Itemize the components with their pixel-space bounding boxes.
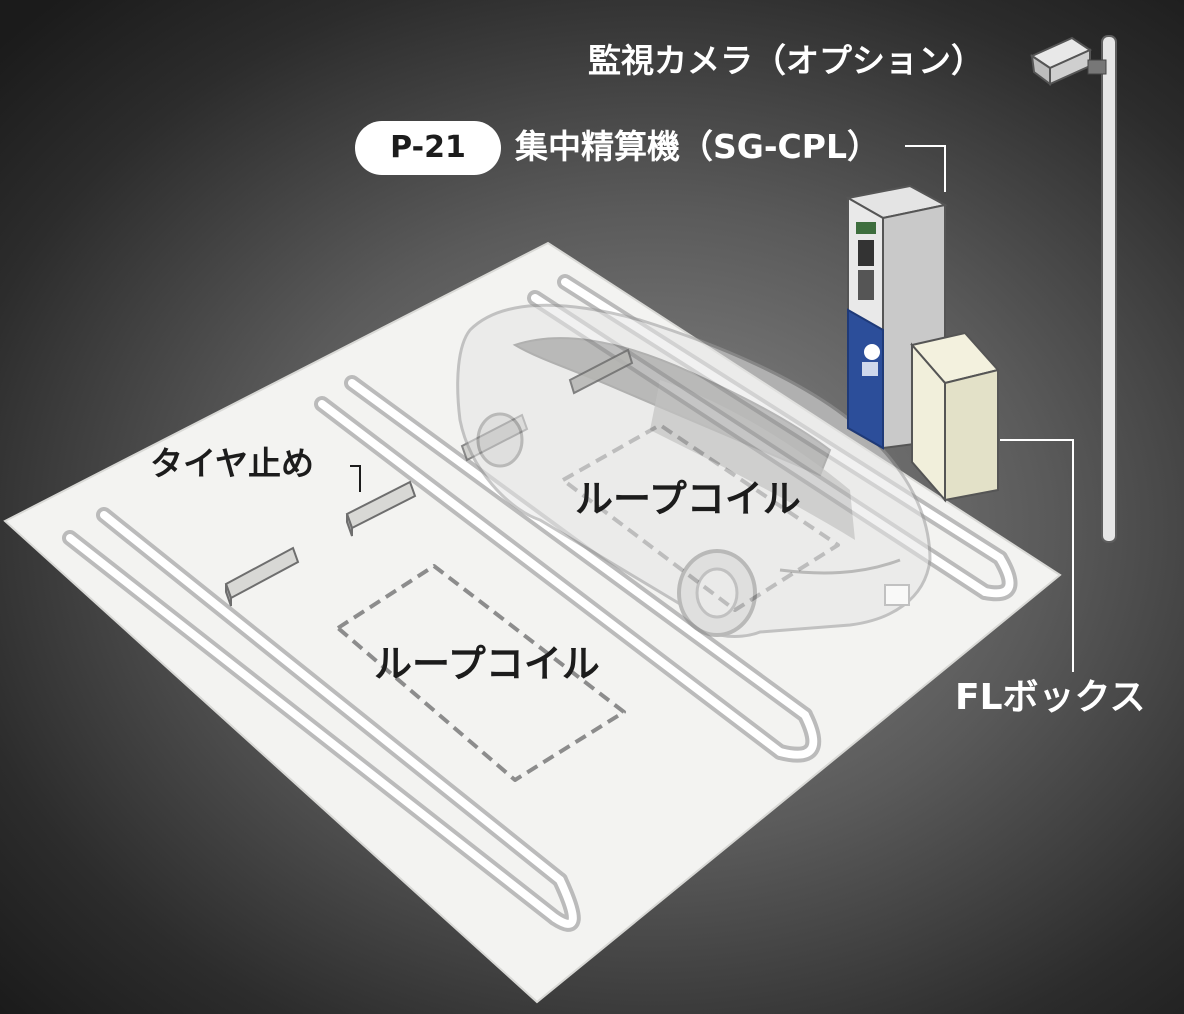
leader-line-fl-box — [1000, 439, 1074, 672]
model-badge: P-21 — [355, 121, 501, 175]
loop-coil-left-label: ループコイル — [374, 642, 600, 686]
tire-stop-middle — [345, 480, 417, 537]
tire-stop-label: タイヤ止め — [150, 444, 315, 483]
camera-pole — [1101, 35, 1117, 543]
lane-line-1 — [62, 507, 581, 932]
tire-stop-left — [224, 546, 300, 607]
camera-label: 監視カメラ（オプション） — [588, 41, 984, 80]
leader-line-machine — [905, 145, 946, 192]
loop-coil-right-label: ループコイル — [575, 477, 801, 521]
fl-box — [910, 331, 1000, 503]
payment-machine-label: 集中精算機（SG-CPL） — [515, 127, 880, 166]
leader-line-tire-stop — [350, 465, 361, 492]
fl-box-label: FLボックス — [955, 677, 1146, 718]
lane-line-2 — [314, 375, 822, 763]
surveillance-camera — [1029, 36, 1107, 86]
tire-stop-rear-car — [568, 348, 634, 395]
loop-coil-left-outline — [336, 564, 626, 782]
